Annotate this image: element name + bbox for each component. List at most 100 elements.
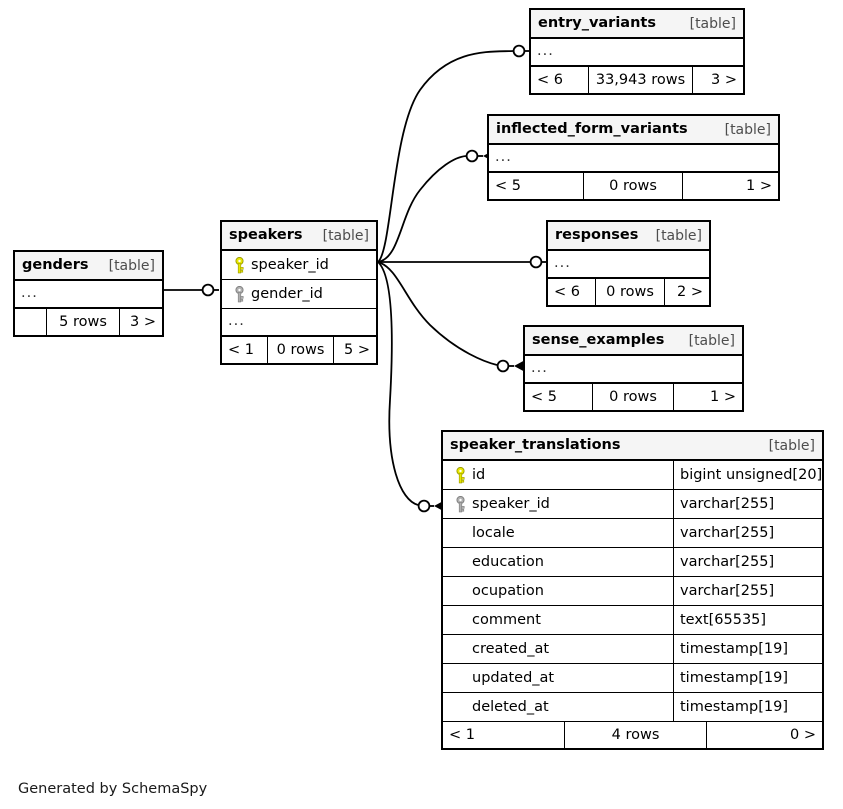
edge-speakers-responses bbox=[378, 255, 559, 269]
column-name-cell: comment bbox=[443, 606, 674, 634]
table-footer-responses: < 6 0 rows 2 > bbox=[548, 279, 709, 305]
column-label: locale bbox=[472, 524, 515, 541]
column-name-cell: locale bbox=[443, 519, 674, 547]
table-name: sense_examples bbox=[532, 332, 665, 349]
column-name-cell: speaker_id bbox=[443, 490, 674, 518]
column-label: updated_at bbox=[472, 669, 555, 686]
table-title-sense-examples: sense_examples [table] bbox=[525, 327, 742, 356]
column-label: ocupation bbox=[472, 582, 544, 599]
column-label: comment bbox=[472, 611, 541, 628]
column-label: id bbox=[472, 466, 486, 483]
hidden-columns-row: ... bbox=[489, 145, 778, 173]
hidden-columns-row: ... bbox=[531, 39, 743, 67]
primary-key-icon bbox=[451, 466, 470, 484]
column-row-id[interactable]: id bigint unsigned[20] bbox=[443, 461, 822, 490]
table-node-inflected-form-variants[interactable]: inflected_form_variants [table] ... < 5 … bbox=[487, 114, 780, 201]
table-node-speaker-translations[interactable]: speaker_translations [table] id bigint u… bbox=[441, 430, 824, 750]
column-row-locale[interactable]: locale varchar[255] bbox=[443, 519, 822, 548]
edge-speakers-speaker-translations bbox=[377, 261, 447, 513]
column-type: varchar[255] bbox=[680, 582, 775, 599]
column-type: varchar[255] bbox=[680, 495, 775, 512]
footer-child-count: 5 > bbox=[344, 341, 370, 358]
footer-row-count: 0 rows bbox=[268, 337, 334, 363]
column-name-cell: updated_at bbox=[443, 664, 674, 692]
footer-row-count: 0 rows bbox=[584, 173, 683, 199]
table-title-responses: responses [table] bbox=[548, 222, 709, 251]
table-name: genders bbox=[22, 257, 89, 274]
table-node-genders[interactable]: genders [table] ... 5 rows 3 > bbox=[13, 250, 164, 337]
column-label: education bbox=[472, 553, 544, 570]
table-footer-speaker-translations: < 1 4 rows 0 > bbox=[443, 722, 822, 748]
column-name-cell: speaker_id bbox=[222, 251, 376, 279]
hidden-columns-row: ... bbox=[15, 281, 162, 309]
table-title-inflected-form-variants: inflected_form_variants [table] bbox=[489, 116, 778, 145]
foreign-key-icon bbox=[230, 285, 249, 303]
table-title-speaker-translations: speaker_translations [table] bbox=[443, 432, 822, 461]
column-name-cell: id bbox=[443, 461, 674, 489]
table-type-label: [table] bbox=[322, 227, 369, 244]
column-row-speaker-id[interactable]: speaker_id bbox=[222, 251, 376, 280]
generated-by-caption: Generated by SchemaSpy bbox=[18, 781, 208, 797]
footer-child-count: 2 > bbox=[677, 283, 703, 300]
table-node-sense-examples[interactable]: sense_examples [table] ... < 5 0 rows 1 … bbox=[523, 325, 744, 412]
column-row-comment[interactable]: comment text[65535] bbox=[443, 606, 822, 635]
column-type: timestamp[19] bbox=[680, 640, 788, 657]
column-row-created-at[interactable]: created_at timestamp[19] bbox=[443, 635, 822, 664]
column-row-updated-at[interactable]: updated_at timestamp[19] bbox=[443, 664, 822, 693]
column-label: speaker_id bbox=[472, 495, 550, 512]
footer-parent-count: < 6 bbox=[548, 279, 596, 305]
footer-child-count: 1 > bbox=[710, 388, 736, 405]
hidden-columns-row: ... bbox=[222, 309, 376, 337]
footer-row-count: 0 rows bbox=[596, 279, 665, 305]
footer-child-count: 1 > bbox=[746, 177, 772, 194]
table-type-label: [table] bbox=[768, 437, 815, 454]
table-name: inflected_form_variants bbox=[496, 121, 688, 138]
column-type: bigint unsigned[20] bbox=[680, 466, 823, 483]
column-name-cell: education bbox=[443, 548, 674, 576]
footer-child-count: 0 > bbox=[790, 726, 816, 743]
column-name-cell: deleted_at bbox=[443, 693, 674, 721]
footer-row-count: 33,943 rows bbox=[589, 67, 693, 93]
table-title-entry-variants: entry_variants [table] bbox=[531, 10, 743, 39]
table-footer-inflected-form-variants: < 5 0 rows 1 > bbox=[489, 173, 778, 199]
table-title-genders: genders [table] bbox=[15, 252, 162, 281]
column-type: varchar[255] bbox=[680, 524, 775, 541]
table-type-label: [table] bbox=[108, 257, 155, 274]
column-label: created_at bbox=[472, 640, 550, 657]
table-node-entry-variants[interactable]: entry_variants [table] ... < 6 33,943 ro… bbox=[529, 8, 745, 95]
footer-parent-count: < 6 bbox=[531, 67, 589, 93]
column-row-speaker-id[interactable]: speaker_id varchar[255] bbox=[443, 490, 822, 519]
column-type: text[65535] bbox=[680, 611, 767, 628]
column-row-gender-id[interactable]: gender_id bbox=[222, 280, 376, 309]
column-label: deleted_at bbox=[472, 698, 549, 715]
footer-parent-count: < 5 bbox=[525, 384, 593, 410]
footer-child-count: 3 > bbox=[711, 71, 737, 88]
column-row-deleted-at[interactable]: deleted_at timestamp[19] bbox=[443, 693, 822, 722]
table-name: entry_variants bbox=[538, 15, 656, 32]
column-row-education[interactable]: education varchar[255] bbox=[443, 548, 822, 577]
column-type: timestamp[19] bbox=[680, 698, 788, 715]
footer-row-count: 5 rows bbox=[47, 309, 120, 335]
edge-speakers-inflected-form-variants bbox=[377, 149, 496, 263]
table-type-label: [table] bbox=[655, 227, 702, 244]
foreign-key-icon bbox=[451, 495, 470, 513]
table-type-label: [table] bbox=[724, 121, 771, 138]
column-name-cell: gender_id bbox=[222, 280, 376, 308]
column-type: timestamp[19] bbox=[680, 669, 788, 686]
column-type: varchar[255] bbox=[680, 553, 775, 570]
table-node-responses[interactable]: responses [table] ... < 6 0 rows 2 > bbox=[546, 220, 711, 307]
column-row-ocupation[interactable]: ocupation varchar[255] bbox=[443, 577, 822, 606]
table-title-speakers: speakers [table] bbox=[222, 222, 376, 251]
column-name-cell: created_at bbox=[443, 635, 674, 663]
column-label: speaker_id bbox=[251, 256, 329, 273]
hidden-columns-row: ... bbox=[548, 251, 709, 279]
table-footer-genders: 5 rows 3 > bbox=[15, 309, 162, 335]
column-label: gender_id bbox=[251, 285, 323, 302]
table-name: responses bbox=[555, 227, 639, 244]
table-footer-entry-variants: < 6 33,943 rows 3 > bbox=[531, 67, 743, 93]
footer-parent-count: < 1 bbox=[222, 337, 268, 363]
footer-child-count: 3 > bbox=[130, 313, 156, 330]
table-node-speakers[interactable]: speakers [table] speaker_id bbox=[220, 220, 378, 365]
table-type-label: [table] bbox=[689, 15, 736, 32]
